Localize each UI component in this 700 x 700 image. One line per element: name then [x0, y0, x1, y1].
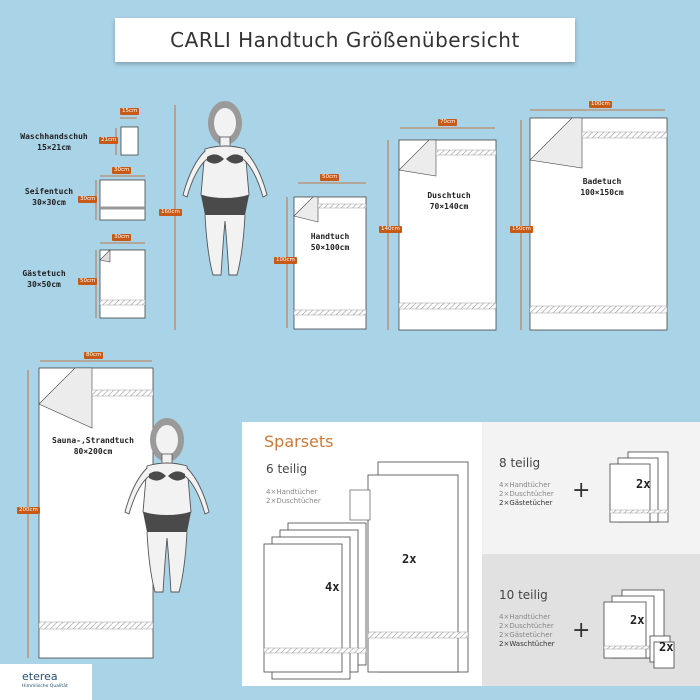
set10-desc: 4×Handtücher 2×Duschtücher 2×Gästetücher… [499, 613, 555, 649]
set8-line-2: 2×Duschtücher [499, 490, 554, 498]
set10-plus-icon: + [572, 618, 591, 643]
set8-drawing [609, 451, 669, 523]
set10-name: 10 teilig [499, 588, 548, 602]
tag-duschtuch-w: 70cm [438, 119, 458, 126]
label-seifentuch: Seifentuch 30×30cm [14, 186, 84, 208]
set10-drawing [603, 589, 675, 669]
title-banner: CARLI Handtuch Größenübersicht [115, 18, 575, 62]
sparsets-heading: Sparsets [264, 432, 334, 451]
tag-duschtuch-h: 140cm [379, 226, 402, 233]
label-badetuch: Badetuch 100×150cm [562, 176, 642, 198]
label-duschtuch: Duschtuch 70×140cm [414, 190, 484, 212]
page-title: CARLI Handtuch Größenübersicht [170, 28, 520, 52]
set6-line-2: 2×Duschtücher [266, 497, 321, 505]
tag-person-height: 160cm [159, 209, 182, 216]
duschtuch-size: 70×140cm [429, 202, 469, 211]
seifentuch-size: 30×30cm [32, 198, 66, 207]
handtuch-size: 50×100cm [310, 243, 350, 252]
sauna-size: 80×200cm [73, 447, 113, 456]
tag-badetuch-w: 100cm [589, 101, 612, 108]
label-handtuch: Handtuch 50×100cm [300, 231, 360, 253]
gaestetuch-size: 30×50cm [27, 280, 61, 289]
set6-mult-b: 2x [402, 552, 417, 566]
tag-seifentuch-h: 30cm [78, 196, 98, 203]
set10-line-2: 2×Duschtücher [499, 622, 554, 630]
set6-line-1: 4×Handtücher [266, 488, 318, 496]
waschhandschuh-towel [120, 126, 139, 156]
set8-plus-icon: + [572, 478, 591, 503]
set6-mult-a: 4x [325, 580, 340, 594]
brand-logo [0, 664, 92, 700]
seifentuch-name: Seifentuch [24, 187, 74, 196]
set6-name: 6 teilig [266, 462, 308, 476]
set10-mult-b: 2x [659, 640, 674, 654]
seifentuch-towel [99, 179, 146, 221]
brand-name: eterea [22, 670, 58, 683]
set6-duschtuch-stack [349, 461, 469, 673]
badetuch-towel [529, 117, 668, 331]
brand-tagline: Himmlische Qualität [22, 684, 68, 689]
tag-waschhandschuh-w: 15cm [120, 108, 140, 115]
set10-line-1: 4×Handtücher [499, 613, 551, 621]
gaestetuch-towel [99, 249, 146, 319]
set8-name: 8 teilig [499, 456, 541, 470]
duschtuch-towel [398, 139, 497, 331]
set8-mult: 2x [636, 477, 651, 491]
label-sauna: Sauna-,Strandtuch 80×200cm [38, 435, 148, 457]
person-figure [182, 100, 268, 276]
tag-sauna-w: 80cm [84, 352, 104, 359]
dimension-lines [27, 105, 665, 658]
tag-gaestetuch-w: 30cm [112, 234, 132, 241]
label-gaestetuch: Gästetuch 30×50cm [14, 268, 74, 290]
label-waschhandschuh: Waschhandschuh 15×21cm [14, 131, 94, 153]
sauna-name: Sauna-,Strandtuch [52, 436, 134, 445]
set8-line-1: 4×Handtücher [499, 481, 551, 489]
waschhandschuh-name: Waschhandschuh [20, 132, 88, 141]
set8-line-3: 2×Gästetücher [499, 499, 553, 507]
handtuch-name: Handtuch [310, 232, 350, 241]
set6-desc: 4×Handtücher 2×Duschtücher [266, 488, 321, 506]
set10-line-4: 2×Waschtücher [499, 640, 555, 648]
tag-waschhandschuh-h: 21cm [99, 137, 119, 144]
tag-sauna-h: 200cm [17, 507, 40, 514]
tag-seifentuch-w: 30cm [112, 167, 132, 174]
handtuch-towel [293, 196, 367, 330]
badetuch-size: 100×150cm [580, 188, 624, 197]
gaestetuch-name: Gästetuch [22, 269, 66, 278]
set10-line-3: 2×Gästetücher [499, 631, 553, 639]
duschtuch-name: Duschtuch [427, 191, 471, 200]
tag-handtuch-h: 100cm [274, 257, 297, 264]
tag-handtuch-w: 50cm [320, 174, 340, 181]
set10-mult-a: 2x [630, 613, 645, 627]
set8-desc: 4×Handtücher 2×Duschtücher 2×Gästetücher [499, 481, 554, 508]
tag-gaestetuch-h: 50cm [78, 278, 98, 285]
badetuch-name: Badetuch [582, 177, 622, 186]
set6-handtuch-stack [263, 522, 367, 680]
tag-badetuch-h: 150cm [510, 226, 533, 233]
waschhandschuh-size: 15×21cm [37, 143, 71, 152]
sauna-towel [38, 367, 154, 659]
